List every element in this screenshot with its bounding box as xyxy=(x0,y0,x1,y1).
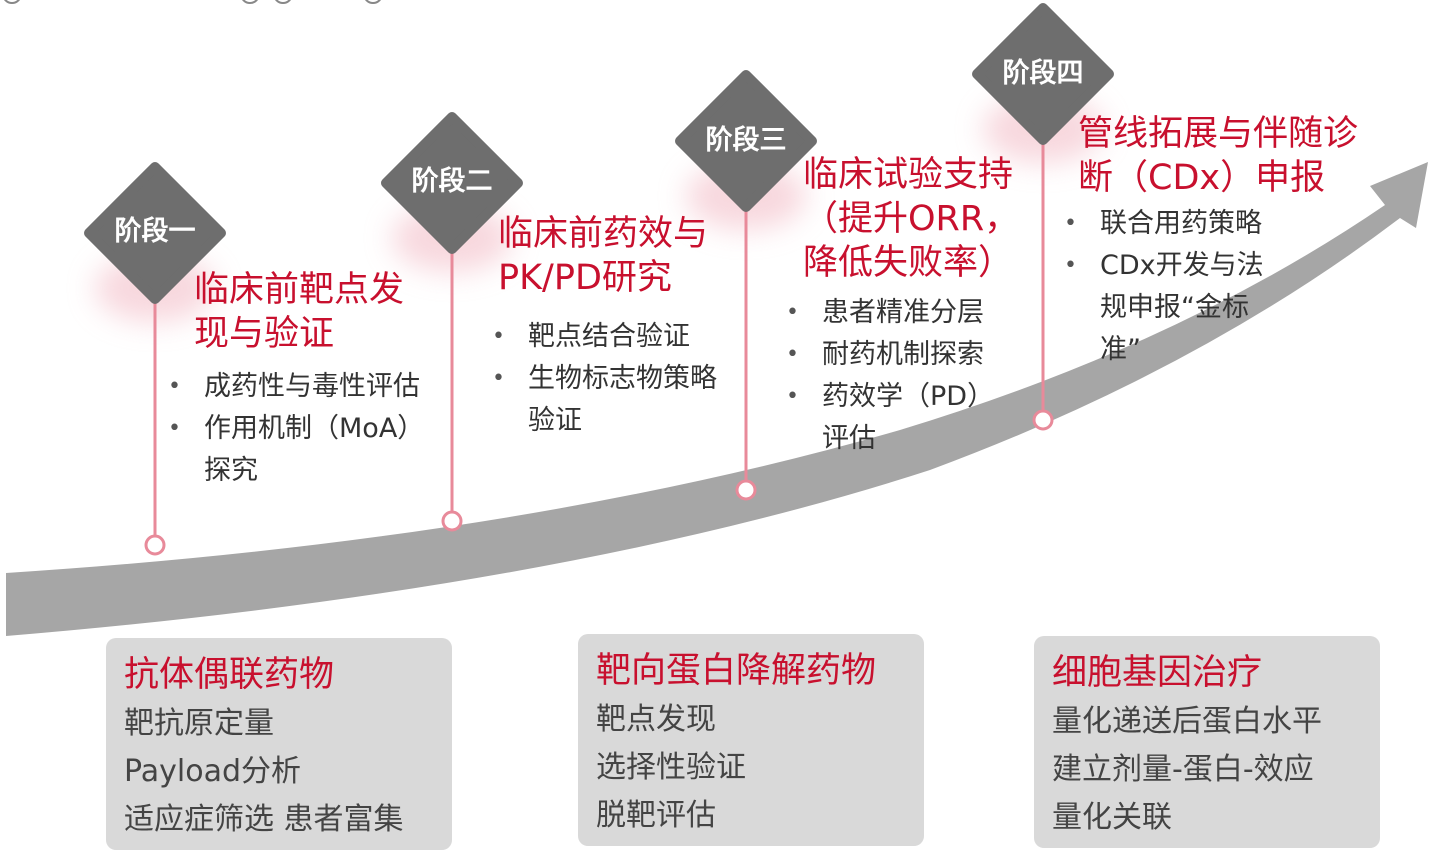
stage-2-title: 临床前药效与 PK/PD研究 xyxy=(498,212,708,300)
tech-box-cgt: 细胞基因治疗 量化递送后蛋白水平 建立剂量-蛋白-效应 量化关联 xyxy=(1034,636,1380,848)
bullet-item: 患者精准分层 xyxy=(786,292,994,334)
stage-2-diamond xyxy=(381,112,523,254)
tech-box-adc: 抗体偶联药物 靶抗原定量 Payload分析 适应症筛选 患者富集 xyxy=(106,638,452,850)
deco-circle xyxy=(275,0,291,4)
tech-box-item: Payload分析 xyxy=(124,754,301,789)
bullet-item: 作用机制（MoA）探究 xyxy=(168,408,424,492)
stage-1-endpoint xyxy=(144,534,166,556)
tech-box-title: 抗体偶联药物 xyxy=(124,655,335,695)
stage-3-label: 阶段三 xyxy=(705,125,787,156)
stage-3-diamond xyxy=(675,70,817,212)
tech-box-tpd: 靶向蛋白降解药物 靶点发现 选择性验证 脱靶评估 xyxy=(578,634,924,846)
stage-4-endpoint xyxy=(1032,409,1054,431)
tech-box-item: 选择性验证 xyxy=(596,750,746,785)
tech-box-title: 细胞基因治疗 xyxy=(1052,653,1263,693)
tech-box-item: 量化递送后蛋白水平 xyxy=(1052,704,1322,739)
stage-1-title-line: 临床前靶点发 xyxy=(194,270,405,310)
stage-1-bullets: 成药性与毒性评估 作用机制（MoA）探究 xyxy=(168,366,424,492)
stage-4-title: 管线拓展与伴随诊 断（CDx）申报 xyxy=(1078,112,1358,200)
bullet-item: 靶点结合验证 xyxy=(492,316,717,358)
stage-3-title-line: （提升ORR， xyxy=(803,199,1020,239)
stage-4-diamond xyxy=(972,3,1114,145)
stage-3-endpoint xyxy=(735,479,757,501)
stage-3-bullets: 患者精准分层 耐药机制探索 药效学（PD）评估 xyxy=(786,292,994,460)
stage-1-diamond xyxy=(84,162,226,304)
stage-3-title-line: 临床试验支持 xyxy=(803,155,1014,195)
bullet-item: 药效学（PD）评估 xyxy=(786,376,994,460)
growth-arrow xyxy=(6,162,1428,636)
stage-1-title-line: 现与验证 xyxy=(194,314,335,354)
tech-box-item: 靶点发现 xyxy=(596,702,716,737)
tech-box-item: 适应症筛选 患者富集 xyxy=(124,802,404,837)
deco-circle xyxy=(242,0,258,4)
tech-box-item: 建立剂量-蛋白-效应 xyxy=(1052,752,1314,787)
deco-circle xyxy=(365,0,381,4)
stage-4-title-line: 管线拓展与伴随诊 xyxy=(1078,114,1359,154)
stage-1-title: 临床前靶点发 现与验证 xyxy=(194,268,404,356)
tech-box-title: 靶向蛋白降解药物 xyxy=(596,651,877,691)
stage-2-label: 阶段二 xyxy=(411,166,493,197)
tech-box-item: 量化关联 xyxy=(1052,800,1172,835)
stage-2-endpoint xyxy=(441,510,463,532)
tech-box-item: 脱靶评估 xyxy=(596,798,716,833)
bullet-item: 耐药机制探索 xyxy=(786,334,994,376)
stage-1-label: 阶段一 xyxy=(114,216,196,247)
stage-4-title-line: 断（CDx）申报 xyxy=(1078,158,1326,198)
stage-4-label: 阶段四 xyxy=(1002,58,1084,89)
stage-2-title-line: PK/PD研究 xyxy=(498,258,672,298)
deco-circle xyxy=(4,0,20,4)
bullet-item: 成药性与毒性评估 xyxy=(168,366,424,408)
stage-3-title-line: 降低失败率） xyxy=(803,243,1014,283)
bullet-item: 联合用药策略 xyxy=(1064,203,1264,245)
tech-box-item: 靶抗原定量 xyxy=(124,706,274,741)
stage-3-title: 临床试验支持 （提升ORR， 降低失败率） xyxy=(803,153,1019,285)
stage-2-title-line: 临床前药效与 xyxy=(498,214,709,254)
